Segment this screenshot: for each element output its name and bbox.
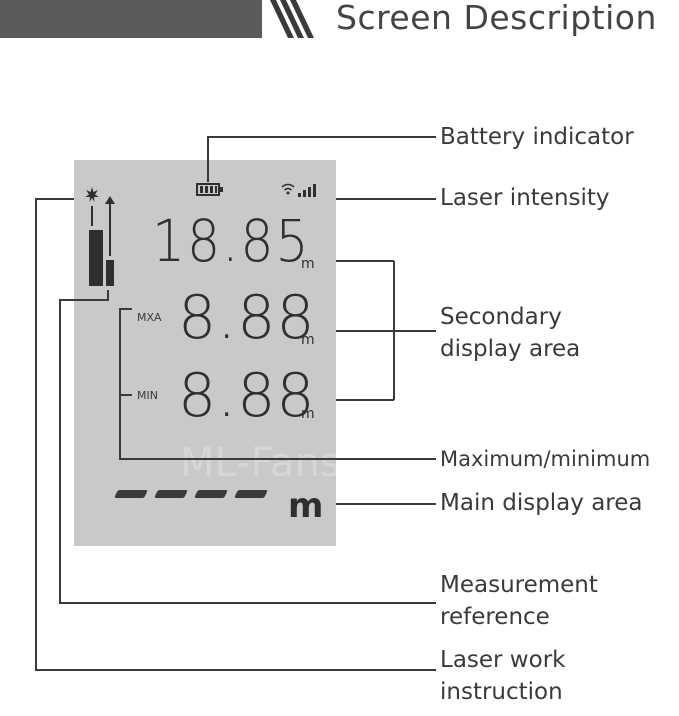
label-main-display: Main display area: [440, 490, 643, 516]
label-laser-work-line2: instruction: [440, 679, 563, 705]
signal-icon: [281, 183, 316, 197]
secondary-reading-2-unit: m: [301, 406, 315, 422]
laser-star-icon: [85, 187, 99, 202]
max-tag: MXA: [137, 311, 162, 324]
secondary-reading-1-unit: m: [301, 332, 315, 348]
battery-icon: [196, 183, 223, 196]
header-bar: [0, 0, 262, 38]
measurement-reference-icon: [85, 187, 115, 286]
watermark: ML-Fans Store: [180, 440, 460, 486]
label-maxmin: Maximum/minimum: [440, 447, 651, 471]
label-laser-intensity: Laser intensity: [440, 185, 610, 211]
label-measurement-line1: Measurement: [440, 572, 598, 598]
label-secondary-line2: display area: [440, 336, 581, 362]
label-measurement-line2: reference: [440, 604, 550, 630]
label-secondary-line1: Secondary: [440, 304, 562, 330]
label-battery: Battery indicator: [440, 124, 634, 150]
main-display-unit: m: [288, 486, 324, 526]
page-title: Screen Description: [336, 0, 657, 37]
secondary-reading-2: 8.88: [178, 361, 316, 431]
main-reading-unit: m: [301, 256, 315, 272]
label-laser-work-line1: Laser work: [440, 647, 566, 673]
lcd-screen: [74, 160, 336, 546]
main-reading: 18.85: [152, 207, 311, 275]
secondary-reading-1: 8.88: [178, 283, 316, 353]
header-stripes-icon: [270, 0, 314, 38]
min-tag: MIN: [137, 389, 158, 402]
